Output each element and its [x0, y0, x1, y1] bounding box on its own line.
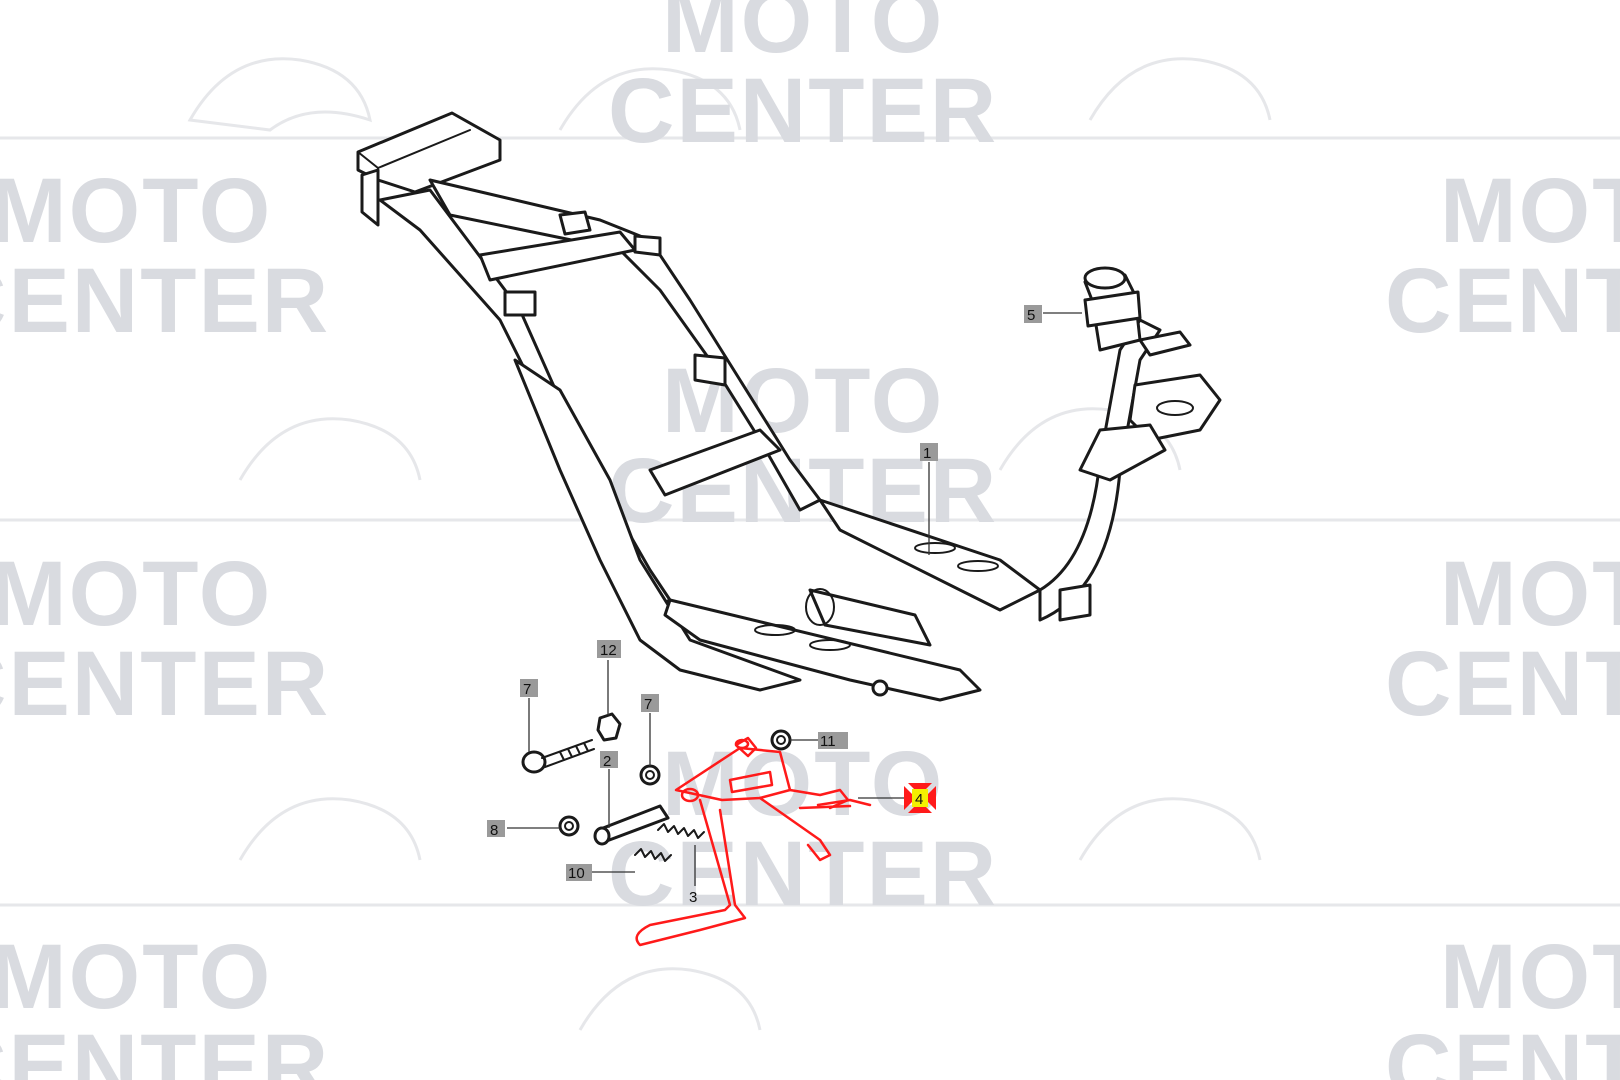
hardware-parts: [521, 712, 792, 862]
watermark-center: CENTER: [1385, 250, 1620, 352]
callout-11: 10: [568, 865, 585, 882]
watermark-moto: MOTO: [0, 543, 272, 645]
spring-icon: [634, 848, 672, 862]
watermark-center: CENTER: [1385, 1016, 1620, 1080]
washer-icon: [558, 815, 580, 837]
callout-4-selected[interactable]: 4: [904, 783, 936, 813]
callout-12: 12: [600, 642, 617, 659]
callout-7: 7: [644, 696, 652, 713]
callout-10: 11: [820, 733, 836, 750]
watermark-moto: MOTO: [1440, 543, 1620, 645]
nut-icon: [596, 712, 622, 742]
watermark-center: CENTER: [0, 1016, 330, 1080]
callout-5: 5: [1027, 307, 1035, 324]
callout-3: 3: [689, 889, 697, 906]
watermark-center: CENTER: [0, 633, 330, 735]
watermark-center: CENTER: [1385, 633, 1620, 735]
watermark-center: CENTER: [0, 250, 330, 352]
scooter-frame: [356, 111, 1222, 702]
bolt-icon: [521, 739, 595, 774]
washer-icon: [639, 764, 661, 786]
spring-icon: [657, 823, 705, 839]
watermark-moto: MOTO: [662, 733, 944, 835]
watermark-center: CENTER: [608, 823, 998, 925]
callout-4[interactable]: 4: [915, 791, 923, 808]
watermark-moto: MOTO: [1440, 160, 1620, 262]
watermark-moto: MOTO: [0, 926, 272, 1028]
callout-7: 8: [490, 822, 498, 839]
watermark-center: CENTER: [608, 60, 998, 162]
watermark-moto: MOTO: [1440, 926, 1620, 1028]
callout-8: 7: [523, 681, 531, 698]
washer-icon: [770, 729, 792, 751]
callout-2: 2: [603, 753, 611, 770]
watermark-moto: MOTO: [662, 0, 944, 72]
watermark-moto: MOTO: [0, 160, 272, 262]
callout-1: 1: [923, 445, 931, 462]
callouts: 1 5 12 7 7 11 2 8 10 3: [487, 305, 1082, 906]
center-stand-highlighted[interactable]: [635, 736, 872, 947]
